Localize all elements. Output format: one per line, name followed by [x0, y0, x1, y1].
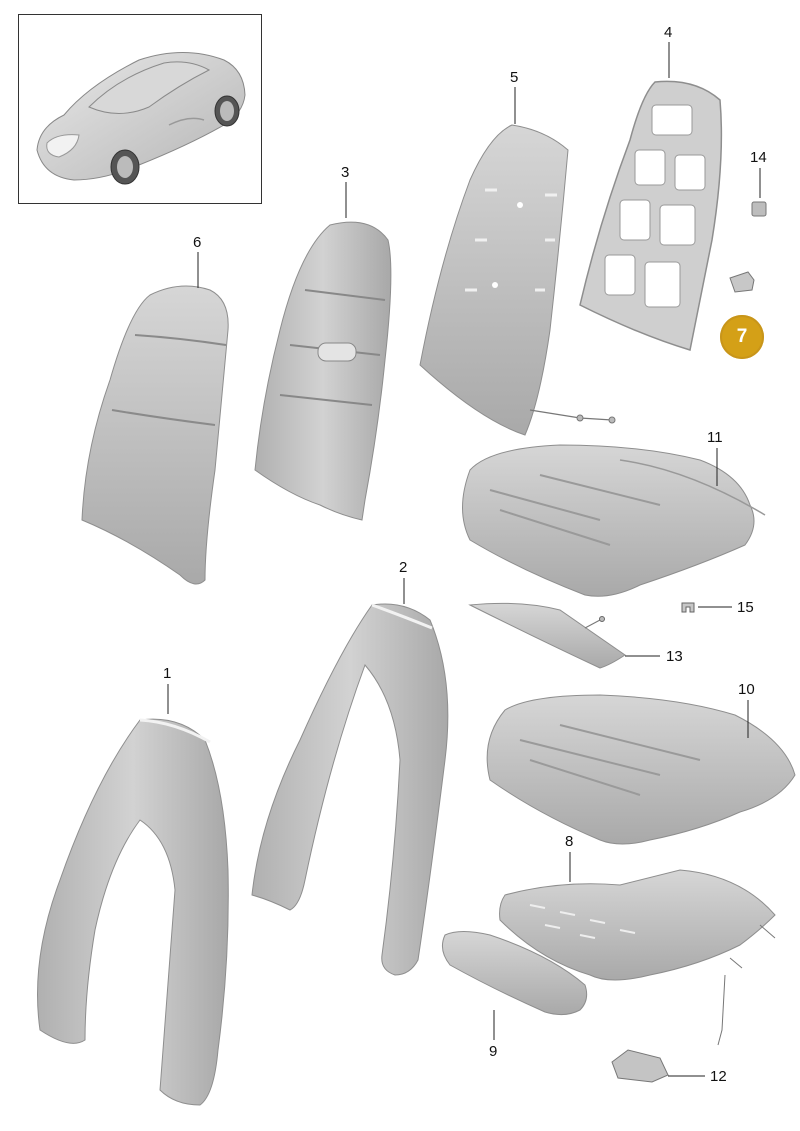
part-9-front-cushion[interactable]: [441, 931, 588, 1016]
part-6-backrest-cover[interactable]: [81, 285, 229, 585]
part-5-backrest-panel[interactable]: [419, 124, 616, 436]
car-illustration: [36, 52, 246, 185]
callout-4[interactable]: 4: [664, 24, 673, 41]
leader-lines: [167, 42, 761, 1077]
callout-6[interactable]: 6: [193, 234, 202, 251]
callout-9[interactable]: 9: [489, 1043, 498, 1060]
callout-5[interactable]: 5: [510, 69, 519, 86]
part-11-seat-cover[interactable]: [462, 444, 766, 597]
part-12-bracket[interactable]: [611, 1049, 669, 1083]
part-10-seat-cushion[interactable]: [486, 694, 796, 845]
callout-1[interactable]: 1: [163, 665, 172, 682]
part-7-bracket[interactable]: [729, 271, 755, 293]
callout-13[interactable]: 13: [666, 648, 683, 665]
callout-14[interactable]: 14: [750, 149, 767, 166]
part-1-side-bolster[interactable]: [37, 718, 229, 1106]
part-13-strip[interactable]: [468, 602, 626, 669]
callout-10[interactable]: 10: [738, 681, 755, 698]
part-15-clip[interactable]: [681, 602, 695, 613]
callout-12[interactable]: 12: [710, 1068, 727, 1085]
car-overview-frame: [18, 14, 262, 204]
part-4-backrest-frame[interactable]: [579, 80, 723, 351]
callout-15[interactable]: 15: [737, 599, 754, 616]
highlight-badge-7[interactable]: 7: [720, 315, 764, 359]
callout-11[interactable]: 11: [707, 429, 723, 446]
part-2-side-bolster[interactable]: [251, 603, 449, 976]
callout-8[interactable]: 8: [565, 833, 574, 850]
callout-2[interactable]: 2: [399, 559, 408, 576]
callout-3[interactable]: 3: [341, 164, 350, 181]
part-14-clip[interactable]: [751, 201, 767, 217]
part-3-backrest-pad[interactable]: [254, 221, 392, 521]
part-8-seat-pan[interactable]: [499, 869, 776, 1046]
